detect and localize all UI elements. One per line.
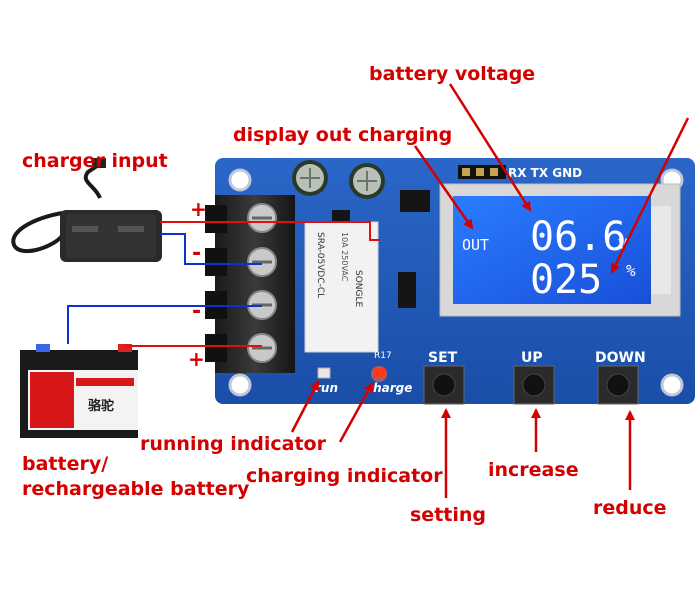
arrow-display-out bbox=[413, 145, 474, 230]
relay: SRA-05VDC-CL 10A 250VAC SONGLE bbox=[304, 221, 379, 353]
capacitor bbox=[349, 163, 385, 199]
terminal-plus-bottom: + bbox=[188, 347, 205, 371]
lcd-percent-unit: % bbox=[626, 261, 636, 280]
charger-adapter bbox=[11, 158, 162, 262]
callout-battery-voltage: battery voltage bbox=[369, 63, 535, 85]
arrow-percent bbox=[610, 117, 690, 274]
callout-setting: setting bbox=[410, 504, 486, 526]
up-button-label: UP bbox=[521, 350, 543, 366]
set-button[interactable]: SET bbox=[423, 350, 465, 405]
terminal-plus-top: + bbox=[190, 197, 207, 221]
lcd-percent: 025 bbox=[530, 257, 602, 303]
wire-charger-negative bbox=[160, 233, 262, 265]
up-button[interactable]: UP bbox=[513, 350, 555, 405]
capacitor bbox=[292, 160, 328, 196]
down-button[interactable]: DOWN bbox=[595, 350, 646, 405]
callout-increase: increase bbox=[488, 459, 579, 481]
callout-reduce: reduce bbox=[593, 497, 667, 519]
arrow-charging-indicator bbox=[338, 382, 374, 443]
set-button-label: SET bbox=[428, 350, 458, 366]
relay-model: SRA-05VDC-CL bbox=[315, 232, 325, 298]
terminal-block bbox=[205, 195, 295, 373]
callout-battery: battery/ bbox=[22, 453, 108, 475]
callout-charging-indicator: charging indicator bbox=[246, 465, 443, 487]
callout-rechargeable-battery: rechargeable battery bbox=[22, 478, 250, 500]
charge-led: charge R17 bbox=[366, 351, 412, 395]
wire-battery-positive bbox=[124, 344, 262, 347]
wire-charger-positive bbox=[160, 221, 380, 241]
arrow-running-indicator bbox=[290, 380, 320, 433]
wire-battery-negative bbox=[67, 305, 262, 344]
header-label: RX TX GND bbox=[508, 166, 582, 180]
callout-charger-input: charger input bbox=[22, 150, 168, 172]
callout-display-out-charging: display out charging bbox=[233, 124, 452, 146]
uart-header: RX TX GND bbox=[458, 165, 582, 180]
lcd-voltage: 06.6 bbox=[530, 214, 626, 260]
callout-running-indicator: running indicator bbox=[140, 433, 327, 455]
lcd-display: OUT 06.6 V 025 % bbox=[439, 183, 681, 317]
battery-brand: 骆驼 bbox=[88, 398, 114, 414]
run-led-label: run bbox=[315, 381, 338, 395]
lcd-voltage-unit: V bbox=[618, 235, 628, 254]
terminal-minus-1: - bbox=[192, 241, 201, 266]
ic-chip bbox=[400, 190, 430, 212]
relay-rating: 10A 250VAC bbox=[340, 232, 349, 282]
diode bbox=[398, 272, 416, 308]
lcd-out-label: OUT bbox=[462, 236, 489, 254]
mounting-hole bbox=[660, 373, 684, 397]
charge-led-label: charge bbox=[366, 381, 412, 395]
mounting-hole bbox=[228, 373, 252, 397]
mounting-hole bbox=[228, 168, 252, 192]
arrow-battery-voltage bbox=[448, 83, 532, 212]
battery: 骆驼 bbox=[20, 344, 138, 438]
down-button-label: DOWN bbox=[595, 350, 646, 366]
run-led: run bbox=[315, 367, 338, 395]
relay-brand: SONGLE bbox=[353, 270, 363, 308]
part-r17: R17 bbox=[374, 351, 392, 361]
terminal-minus-2: - bbox=[192, 299, 201, 324]
